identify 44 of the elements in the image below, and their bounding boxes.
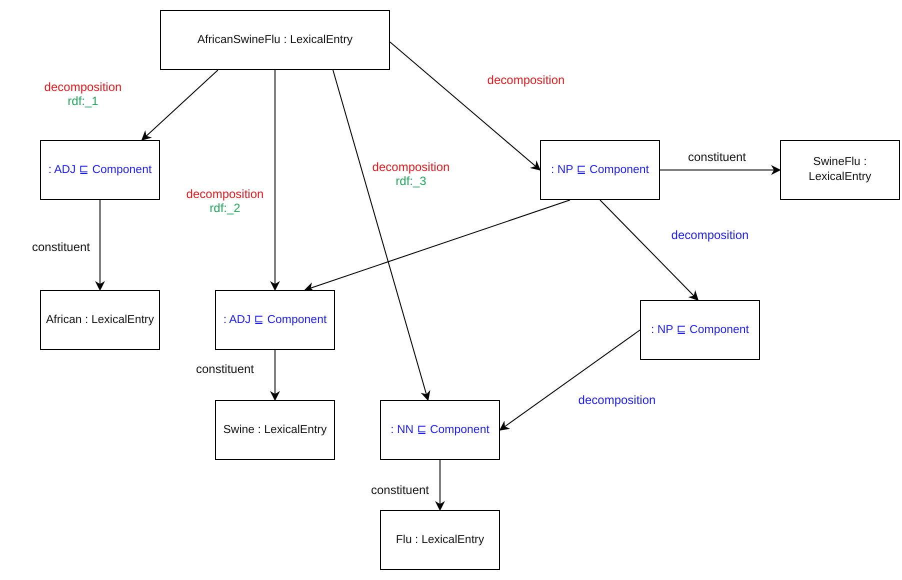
node-label: SwineFlu : LexicalEntry [808,155,872,185]
node-label: : NP ⊑ Component [650,322,749,338]
class-box [780,140,900,200]
class-box [215,290,335,350]
property-label: rdf:_2 [208,201,242,215]
node-label: : ADJ ⊑ Component [48,162,152,178]
class-box [640,300,760,360]
edge-label: decomposition [577,393,657,407]
arrow [304,200,570,292]
class-box [40,290,160,350]
class-box [540,140,660,200]
class-box [215,400,335,460]
node-label: : ADJ ⊑ Component [223,312,327,328]
arrow [390,41,541,171]
node-label: Flu : LexicalEntry [396,532,484,548]
arrow [435,460,445,511]
node-label: AfricanSwineFlu : LexicalEntry [197,32,353,48]
node-label: African : LexicalEntry [46,312,154,328]
node-label: : NP ⊑ Component [550,162,649,178]
arrow [332,70,430,401]
edge-label: decomposition [371,160,451,174]
edge-label: constituent [686,150,748,164]
edge-label: decomposition [43,80,123,94]
arrow [600,200,699,301]
class-box [380,400,500,460]
arrow [660,165,781,175]
arrow [270,70,280,291]
edge-label: decomposition [486,73,566,87]
property-label: rdf:_1 [66,94,100,108]
class-box [380,510,500,570]
edge-label: constituent [30,240,92,254]
property-label: rdf:_3 [394,174,428,188]
edge-label: constituent [194,362,256,376]
arrow [270,350,280,401]
edge-label: constituent [370,483,430,497]
class-box [160,10,390,70]
node-label: Swine : LexicalEntry [223,422,327,438]
node-label: : NN ⊑ Component [390,422,490,438]
class-box [40,140,160,200]
arrow [141,70,218,141]
arrow [499,330,640,431]
edge-label: decomposition [670,228,750,242]
arrow [95,200,105,291]
edge-label: decomposition [185,187,265,201]
